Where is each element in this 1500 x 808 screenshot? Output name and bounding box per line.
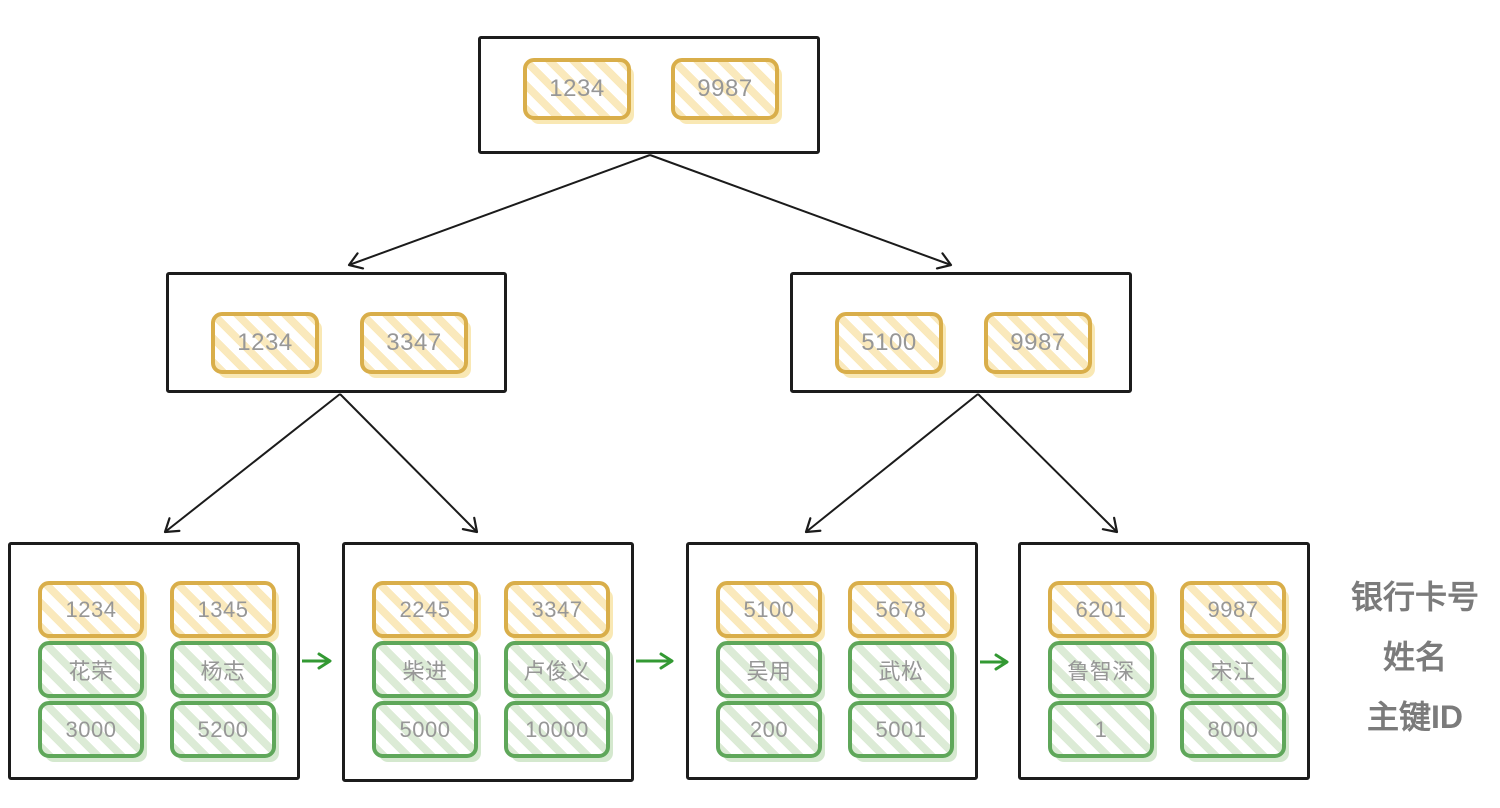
internal-node-right: 5100 9987 bbox=[790, 272, 1132, 393]
edge-internal2-leaf3 bbox=[804, 393, 979, 534]
id-cell: 3000 bbox=[38, 701, 144, 758]
name-cell: 花荣 bbox=[38, 641, 144, 698]
record-column: 5100 吴用 200 bbox=[716, 581, 822, 758]
key-cell: 5100 bbox=[835, 312, 943, 374]
name-cell: 宋江 bbox=[1180, 641, 1286, 698]
id-cell: 5200 bbox=[170, 701, 276, 758]
card-cell: 5678 bbox=[848, 581, 954, 638]
card-cell: 2245 bbox=[372, 581, 478, 638]
record-column: 1345 杨志 5200 bbox=[170, 581, 276, 758]
id-cell: 5001 bbox=[848, 701, 954, 758]
leaf-node-3: 5100 吴用 200 5678 武松 5001 bbox=[686, 542, 978, 780]
name-cell: 柴进 bbox=[372, 641, 478, 698]
legend-item-primary-key: 主键ID bbox=[1366, 699, 1463, 735]
record-column: 1234 花荣 3000 bbox=[38, 581, 144, 758]
legend-item-name: 姓名 bbox=[1382, 639, 1447, 675]
legend-item-card-number: 银行卡号 bbox=[1350, 579, 1479, 615]
edge-internal1-leaf1 bbox=[163, 393, 341, 534]
id-cell: 200 bbox=[716, 701, 822, 758]
card-cell: 1345 bbox=[170, 581, 276, 638]
edge-internal1-leaf2 bbox=[339, 393, 479, 534]
id-cell: 1 bbox=[1048, 701, 1154, 758]
id-cell: 10000 bbox=[504, 701, 610, 758]
id-cell: 5000 bbox=[372, 701, 478, 758]
key-cell: 1234 bbox=[211, 312, 319, 374]
record-column: 3347 卢俊义 10000 bbox=[504, 581, 610, 758]
card-cell: 1234 bbox=[38, 581, 144, 638]
leaf-node-4: 6201 鲁智深 1 9987 宋江 8000 bbox=[1018, 542, 1310, 780]
record-column: 2245 柴进 5000 bbox=[372, 581, 478, 758]
card-cell: 9987 bbox=[1180, 581, 1286, 638]
card-cell: 6201 bbox=[1048, 581, 1154, 638]
legend: 银行卡号 姓名 主键ID bbox=[1336, 567, 1494, 747]
record-column: 9987 宋江 8000 bbox=[1180, 581, 1286, 758]
record-column: 6201 鲁智深 1 bbox=[1048, 581, 1154, 758]
internal-node-left: 1234 3347 bbox=[166, 272, 507, 393]
key-cell: 1234 bbox=[523, 58, 631, 120]
name-cell: 鲁智深 bbox=[1048, 641, 1154, 698]
edge-root-left bbox=[347, 154, 651, 270]
key-cell: 9987 bbox=[984, 312, 1092, 374]
root-node: 1234 9987 bbox=[478, 36, 820, 154]
name-cell: 吴用 bbox=[716, 641, 822, 698]
leaf-node-2: 2245 柴进 5000 3347 卢俊义 10000 bbox=[342, 542, 634, 782]
name-cell: 武松 bbox=[848, 641, 954, 698]
edge-root-right bbox=[649, 154, 953, 270]
key-cell: 9987 bbox=[671, 58, 779, 120]
edge-internal2-leaf4 bbox=[977, 393, 1119, 534]
card-cell: 3347 bbox=[504, 581, 610, 638]
record-column: 5678 武松 5001 bbox=[848, 581, 954, 758]
name-cell: 杨志 bbox=[170, 641, 276, 698]
name-cell: 卢俊义 bbox=[504, 641, 610, 698]
leaf-node-1: 1234 花荣 3000 1345 杨志 5200 bbox=[8, 542, 300, 780]
id-cell: 8000 bbox=[1180, 701, 1286, 758]
card-cell: 5100 bbox=[716, 581, 822, 638]
key-cell: 3347 bbox=[360, 312, 468, 374]
